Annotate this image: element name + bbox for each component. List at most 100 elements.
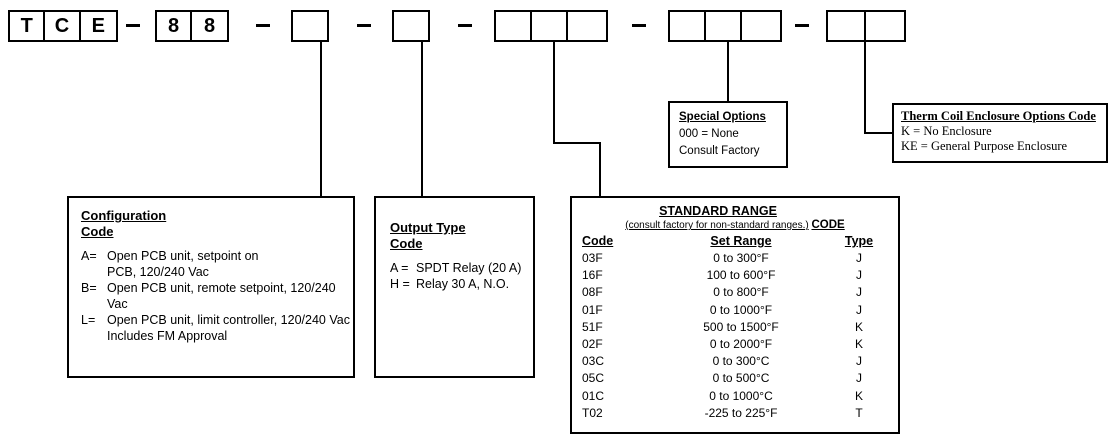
standard-range-cell-set-range: -225 to 225°F xyxy=(704,405,778,420)
standard-range-cell-type: J xyxy=(856,302,862,317)
part-number-cell-range-3[interactable] xyxy=(568,12,604,40)
connector-output-vertical xyxy=(421,42,423,196)
therm-coil-enclosure-box: Therm Coil Enclosure Options Code K = No… xyxy=(892,103,1108,163)
configuration-desc-b: Open PCB unit, remote setpoint, 120/240 … xyxy=(107,281,336,311)
standard-range-cell-set-range: 0 to 2000°F xyxy=(709,337,773,352)
configuration-desc-l: Open PCB unit, limit controller, 120/240… xyxy=(107,313,350,327)
standard-range-header-row: Code Set Range Type xyxy=(582,233,888,250)
part-number-group-special-options xyxy=(668,10,782,42)
configuration-code-l: L= xyxy=(81,313,96,327)
part-number-cell-special-1[interactable] xyxy=(670,12,706,40)
special-options-line-2: Consult Factory xyxy=(679,145,760,157)
output-type-row: H = Relay 30 A, N.O. xyxy=(390,276,533,292)
connector-range-vertical-lower xyxy=(599,142,601,196)
standard-range-cell-set-range: 0 to 300°C xyxy=(712,354,770,369)
standard-range-cell-set-range: 100 to 600°F xyxy=(706,268,776,283)
standard-range-cell-code: 51F xyxy=(582,319,603,334)
output-type-row: A = SPDT Relay (20 A) xyxy=(390,260,533,276)
standard-range-cell-set-range: 0 to 300°F xyxy=(713,251,769,265)
connector-range-vertical-upper xyxy=(553,42,555,143)
standard-range-header-set-range: Set Range xyxy=(710,234,772,248)
standard-range-subtitle: (consult factory for non-standard ranges… xyxy=(625,220,809,231)
standard-range-cell-code: 02F xyxy=(582,337,603,352)
standard-range-cell-type: K xyxy=(854,319,863,334)
standard-range-header-type: Type xyxy=(844,234,874,248)
part-number-cell-prefix-3[interactable]: E xyxy=(91,15,106,37)
output-type-title: Output Type xyxy=(390,220,466,235)
configuration-box: Configuration Code A= Open PCB unit, set… xyxy=(67,196,355,378)
configuration-row: B= Open PCB unit, remote setpoint, 120/2… xyxy=(81,280,353,312)
part-number-dash-2 xyxy=(256,24,270,27)
standard-range-row: 01C 0 to 1000°C K xyxy=(582,388,888,405)
standard-range-cell-type: J xyxy=(856,285,862,300)
therm-coil-line-2: KE = General Purpose Enclosure xyxy=(901,139,1068,153)
connector-enclosure-vertical xyxy=(864,42,866,134)
output-type-code-h: H = xyxy=(390,277,410,291)
standard-range-subtitle-row: (consult factory for non-standard ranges… xyxy=(582,219,888,232)
connector-range-horizontal xyxy=(553,142,601,144)
part-number-cell-special-3[interactable] xyxy=(742,12,778,40)
part-number-group-enclosure-code xyxy=(826,10,906,42)
standard-range-cell-code: T02 xyxy=(582,405,603,420)
part-number-cell-output-type[interactable] xyxy=(394,12,428,40)
standard-range-box: STANDARD RANGE (consult factory for non-… xyxy=(570,196,900,434)
configuration-title: Configuration xyxy=(81,208,167,223)
part-number-cell-prefix-1[interactable]: T xyxy=(10,12,46,40)
standard-range-row: 03C 0 to 300°C J xyxy=(582,353,888,370)
standard-range-title: STANDARD RANGE xyxy=(659,204,777,218)
standard-range-cell-type: K xyxy=(854,337,863,352)
part-number-dash-3 xyxy=(357,24,371,27)
standard-range-cell-set-range: 0 to 500°C xyxy=(712,371,770,386)
standard-range-cell-code: 01C xyxy=(582,388,605,403)
part-number-cell-configuration[interactable] xyxy=(293,12,327,40)
part-number-cell-prefix-2[interactable]: C xyxy=(45,12,81,40)
standard-range-cell-code: 03C xyxy=(582,354,605,369)
output-type-code-a: A = xyxy=(390,261,409,275)
special-options-box: Special Options 000 = None Consult Facto… xyxy=(668,101,788,168)
part-number-dash-1 xyxy=(126,24,140,27)
standard-range-cell-type: K xyxy=(854,388,863,403)
configuration-desc-a-cont: PCB, 120/240 Vac xyxy=(107,265,209,279)
part-number-cell-range-2[interactable] xyxy=(532,12,568,40)
standard-range-row: 01F 0 to 1000°F J xyxy=(582,302,888,319)
special-options-title: Special Options xyxy=(679,111,766,123)
part-number-cell-range-1[interactable] xyxy=(496,12,532,40)
part-number-cell-enclosure-2[interactable] xyxy=(866,12,904,40)
standard-range-cell-type: J xyxy=(856,354,862,369)
part-number-cell-series-1[interactable]: 8 xyxy=(157,12,193,40)
therm-coil-line-1: K = No Enclosure xyxy=(901,124,992,138)
output-type-desc-a: SPDT Relay (20 A) xyxy=(416,261,522,275)
therm-coil-title: Therm Coil Enclosure Options Code xyxy=(901,109,1096,123)
standard-range-cell-type: J xyxy=(856,251,862,265)
part-number-cell-special-2[interactable] xyxy=(706,12,742,40)
standard-range-cell-code: 01F xyxy=(582,302,603,317)
standard-range-subtitle-code: CODE xyxy=(811,219,845,231)
part-number-dash-5 xyxy=(632,24,646,27)
standard-range-cell-code: 05C xyxy=(582,371,605,386)
output-type-box: Output Type Code A = SPDT Relay (20 A) H… xyxy=(374,196,535,378)
standard-range-cell-set-range: 0 to 1000°F xyxy=(709,302,773,317)
standard-range-cell-set-range: 0 to 1000°C xyxy=(709,388,773,403)
standard-range-row: 02F 0 to 2000°F K xyxy=(582,336,888,353)
part-number-group-configuration xyxy=(291,10,329,42)
configuration-code-b: B= xyxy=(81,281,97,295)
configuration-desc-l-cont: Includes FM Approval xyxy=(107,329,228,343)
special-options-line-1: 000 = None xyxy=(679,128,739,140)
part-number-cell-series-2[interactable]: 8 xyxy=(203,15,216,37)
connector-enclosure-horizontal xyxy=(864,132,894,134)
part-number-group-range-code xyxy=(494,10,608,42)
part-number-cell-enclosure-1[interactable] xyxy=(828,12,866,40)
configuration-row: A= Open PCB unit, setpoint on xyxy=(81,248,353,264)
output-type-subtitle: Code xyxy=(390,236,423,251)
standard-range-cell-type: J xyxy=(856,268,862,283)
configuration-subtitle: Code xyxy=(81,224,114,239)
configuration-code-a: A= xyxy=(81,249,97,263)
part-number-group-series: 8 8 xyxy=(155,10,229,42)
part-number-dash-6 xyxy=(795,24,809,27)
